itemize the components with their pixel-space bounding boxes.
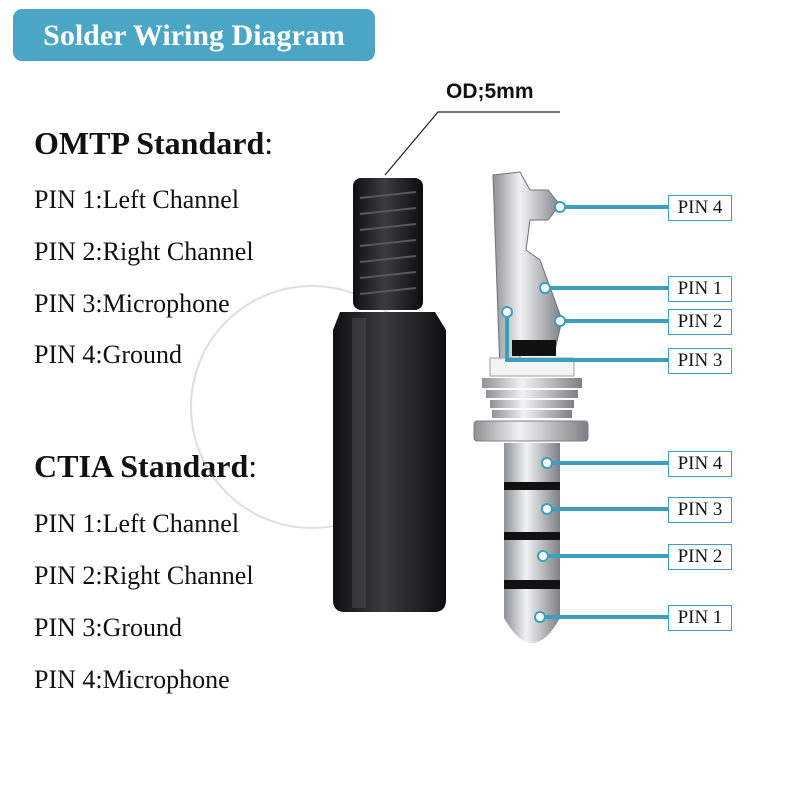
plug-collar	[473, 378, 589, 442]
plug-pin-3-label: PIN 3	[668, 497, 732, 523]
omtp-colon: :	[264, 125, 274, 161]
tab-pin-1-label: PIN 1	[668, 276, 732, 302]
plug-pin-4-label: PIN 4	[668, 451, 732, 477]
plug-pin-1-leader	[534, 611, 668, 623]
tab-pin-3-leader	[501, 306, 668, 362]
plug-pin-4-leader	[541, 457, 668, 469]
plug-pin-1-label: PIN 1	[668, 605, 732, 631]
tab-pin-2-label: PIN 2	[668, 309, 732, 335]
ctia-pin-4: PIN 4:Microphone	[34, 665, 230, 694]
plug-pin-2-label: PIN 2	[668, 544, 732, 570]
od-label: OD;5mm	[446, 80, 534, 103]
tab-pin-4-leader	[554, 201, 668, 213]
tab-pin-2-leader	[554, 315, 668, 327]
plug-pin-3-leader	[541, 503, 668, 515]
ctia-pin-1: PIN 1:Left Channel	[34, 509, 240, 538]
omtp-title: OMTP Standard	[34, 125, 265, 161]
ctia-pin-3: PIN 3:Ground	[34, 613, 183, 642]
tab-pin-3-label: PIN 3	[668, 348, 732, 374]
title-banner: Solder Wiring Diagram	[13, 9, 375, 61]
omtp-pin-3: PIN 3:Microphone	[34, 289, 230, 318]
omtp-pin-1: PIN 1:Left Channel	[34, 185, 240, 214]
tab-pin-4-label: PIN 4	[668, 195, 732, 221]
diagram-title: Solder Wiring Diagram	[43, 19, 345, 52]
omtp-pin-2: PIN 2:Right Channel	[34, 237, 254, 266]
omtp-heading: OMTP Standard:	[34, 125, 273, 162]
plug-shaft	[504, 443, 560, 643]
solder-tabs	[489, 171, 575, 377]
tab-pin-1-leader	[539, 282, 668, 294]
ctia-pin-2: PIN 2:Right Channel	[34, 561, 254, 590]
od-leader-line	[384, 111, 560, 176]
black-handle	[333, 178, 446, 612]
plug-pin-2-leader	[537, 550, 668, 562]
omtp-pin-4: PIN 4:Ground	[34, 340, 183, 369]
